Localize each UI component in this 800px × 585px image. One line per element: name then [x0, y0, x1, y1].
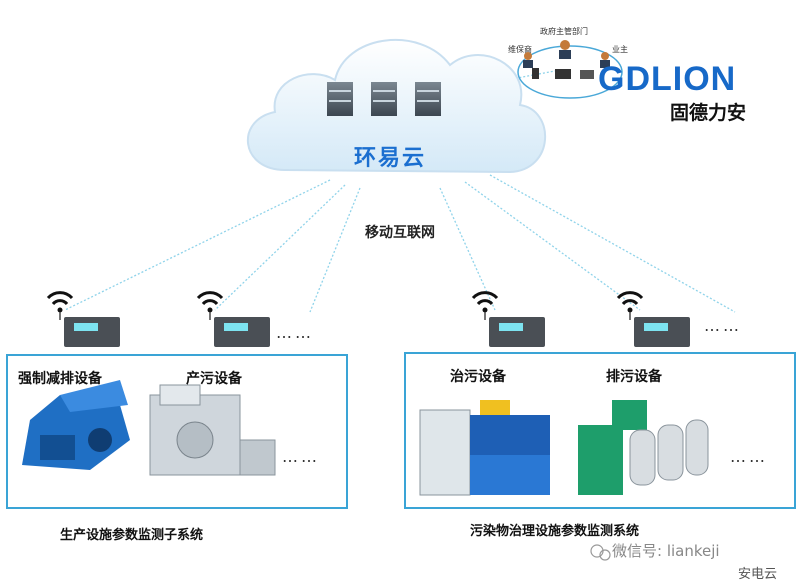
pollution-panel	[404, 352, 796, 509]
device-label: 排污设备	[606, 369, 662, 385]
role-owner: 业主	[612, 45, 628, 54]
server-icon	[327, 82, 353, 116]
gateway-device-4	[616, 291, 690, 347]
brand-logo: GDLION	[598, 60, 737, 98]
device-label: 强制减排设备	[18, 371, 102, 387]
production-panel	[6, 354, 348, 509]
cloud-label: 环易云	[353, 146, 426, 171]
source-watermark: 安电云	[738, 567, 778, 582]
user-platform-icon	[517, 40, 623, 99]
brand-subtitle: 固德力安	[670, 102, 747, 124]
network-label: 移动互联网	[365, 225, 435, 241]
link-line	[309, 187, 361, 313]
wechat-watermark: 微信号: liankeji	[612, 542, 720, 560]
shredder-machine-icon	[22, 380, 130, 470]
press-machine-icon	[149, 384, 276, 476]
server-icon	[415, 82, 441, 116]
gateway-device-1	[46, 291, 120, 347]
device-label: 治污设备	[450, 369, 506, 385]
role-maintenance: 维保商	[508, 45, 532, 54]
link-line	[489, 174, 736, 313]
treatment-tank-icon	[419, 400, 550, 496]
link-line	[464, 181, 641, 311]
server-icon	[371, 82, 397, 116]
link-line	[64, 179, 331, 311]
link-line	[214, 184, 346, 311]
device-ellipsis: ……	[282, 447, 320, 466]
device-ellipsis: ……	[730, 447, 768, 466]
gateway-device-3	[471, 291, 545, 347]
discharge-equipment-icon	[578, 400, 709, 495]
pollution-caption: 污染物治理设施参数监测系统	[470, 524, 640, 539]
production-caption: 生产设施参数监测子系统	[60, 528, 204, 543]
gateway-ellipsis: ……	[704, 316, 742, 335]
gateway-device-2	[196, 291, 270, 347]
role-government: 政府主管部门	[540, 27, 588, 36]
wechat-icon	[590, 544, 611, 561]
device-label: 产污设备	[186, 371, 242, 387]
gateway-ellipsis: ……	[276, 323, 314, 342]
